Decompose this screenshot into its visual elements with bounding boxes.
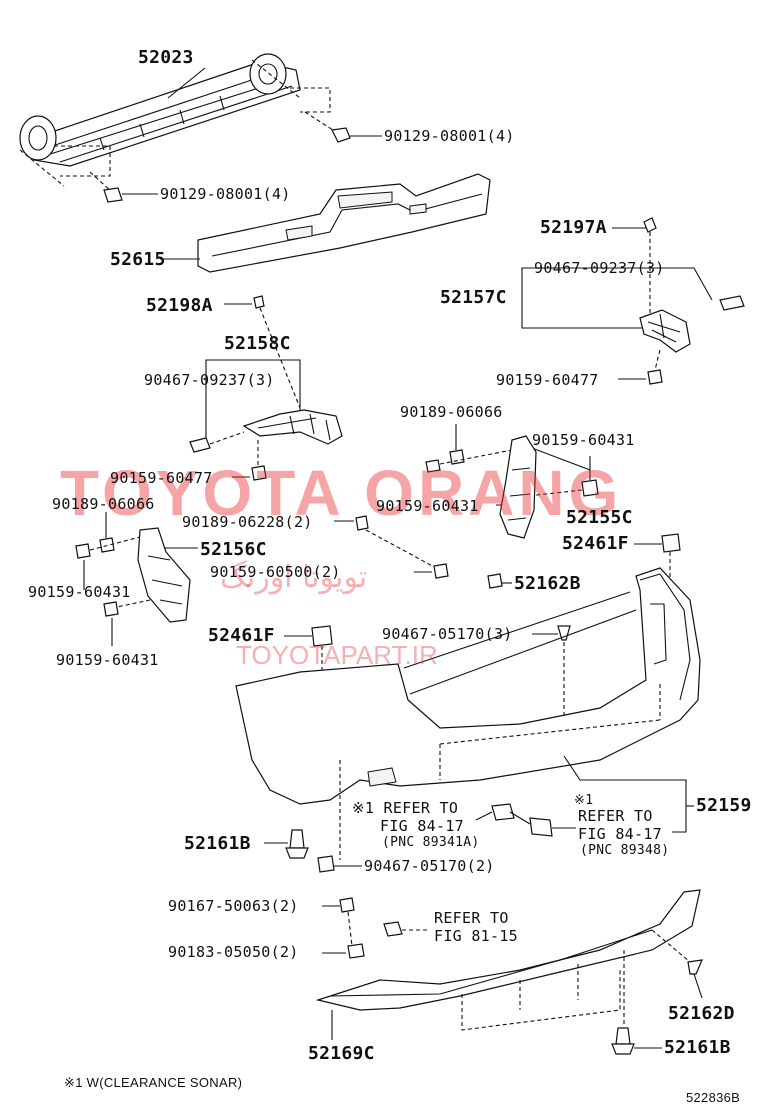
label-52615: 52615 — [110, 249, 166, 270]
retainer-bracket-52157C — [639, 309, 691, 353]
sensor-icon — [491, 803, 553, 837]
label-90467-left: 90467-09237(3) — [144, 371, 275, 389]
label-52162D: 52162D — [668, 1003, 735, 1024]
clip-icon — [253, 295, 265, 309]
label-52158C: 52158C — [224, 333, 291, 354]
label-90167: 90167-50063(2) — [168, 897, 299, 915]
bolt-icon — [304, 111, 351, 143]
footnote: ※1 W(CLEARANCE SONAR) — [64, 1075, 243, 1090]
side-bracket-52156C — [137, 527, 191, 623]
label-52461F-right: 52461F — [562, 533, 629, 554]
nut-icon — [347, 943, 365, 959]
screw-icon — [719, 295, 745, 311]
label-90159-60431-r1: 90159-60431 — [532, 431, 635, 449]
figure-id: 522836B — [686, 1090, 741, 1105]
ref2-line2: FIG 84-17 — [578, 825, 662, 843]
label-52159: 52159 — [696, 795, 752, 816]
nut-icon — [75, 543, 91, 559]
nut-icon — [251, 465, 267, 481]
label-52157C: 52157C — [440, 287, 507, 308]
energy-absorber-52615 — [197, 173, 491, 273]
label-90159-60431-r2: 90159-60431 — [376, 497, 479, 515]
pad-icon — [311, 625, 333, 647]
label-90467-05170-b: 90467-05170(2) — [364, 857, 495, 875]
ref2-line1: REFER TO — [578, 807, 653, 825]
label-52161B-left: 52161B — [184, 833, 251, 854]
label-90183: 90183-05050(2) — [168, 943, 299, 961]
label-90467-05170-a: 90467-05170(3) — [382, 625, 513, 643]
nut-icon — [425, 459, 441, 473]
ref3-line2: FIG 81-15 — [434, 927, 518, 945]
clip-icon — [687, 959, 703, 975]
label-52161B-right: 52161B — [664, 1037, 731, 1058]
ref2-mark: ※1 — [574, 793, 594, 808]
watermark-url: TOYOTAPART.IR — [236, 640, 438, 670]
rear-bumper-cover-52159 — [235, 567, 701, 805]
screw-icon — [339, 897, 355, 913]
label-90159-60477-right: 90159-60477 — [496, 371, 599, 389]
label-90159-60431-l1: 90159-60431 — [28, 583, 131, 601]
label-90159-60431-l2: 90159-60431 — [56, 651, 159, 669]
ref1-line2: FIG 84-17 — [380, 817, 464, 835]
lower-bumper-panel-52169C — [315, 889, 701, 1031]
ref1-line1: ※1 REFER TO — [352, 799, 459, 817]
screw-icon — [433, 563, 449, 579]
ref1-line3: (PNC 89341A) — [382, 835, 480, 850]
ref3-line1: REFER TO — [434, 909, 509, 927]
label-52197A: 52197A — [540, 217, 607, 238]
label-52198A: 52198A — [146, 295, 213, 316]
clip-icon — [355, 515, 369, 531]
label-90467-right: 90467-09237(3) — [534, 259, 665, 277]
screw-icon — [383, 921, 403, 937]
label-90159-60477-left: 90159-60477 — [110, 469, 213, 487]
label-52023: 52023 — [138, 47, 194, 68]
clip-icon — [285, 829, 309, 859]
clip-icon — [643, 217, 657, 233]
label-90129-b: 90129-08001(4) — [160, 185, 291, 203]
bolt-icon — [89, 171, 123, 203]
side-bracket-52155C — [499, 435, 537, 539]
label-90129-a: 90129-08001(4) — [384, 127, 515, 145]
ref2-line3: (PNC 89348) — [580, 843, 670, 858]
label-90159-60500: 90159-60500(2) — [210, 563, 341, 581]
nut-icon — [449, 449, 465, 465]
clip-icon — [317, 855, 335, 873]
rear-bumper-reinforcement-52023 — [19, 53, 331, 187]
label-52156C: 52156C — [200, 539, 267, 560]
screw-icon — [189, 437, 211, 453]
label-52162B: 52162B — [514, 573, 581, 594]
clip-icon — [557, 625, 571, 641]
label-52169C: 52169C — [308, 1043, 375, 1064]
nut-icon — [647, 369, 663, 385]
pad-icon — [661, 533, 681, 553]
label-52155C: 52155C — [566, 507, 633, 528]
label-90189-06066-left: 90189-06066 — [52, 495, 155, 513]
retainer-bracket-52158C — [242, 409, 343, 445]
nut-icon — [99, 537, 115, 553]
nut-icon — [103, 601, 119, 617]
nut-icon — [581, 479, 599, 497]
watermark-persian: تویوتا اورنگ — [220, 560, 368, 595]
watermark-brand: TOYOTA ORANG — [60, 457, 623, 529]
pad-icon — [487, 573, 503, 589]
label-90189-06228: 90189-06228(2) — [182, 513, 313, 531]
label-52461F-left: 52461F — [208, 625, 275, 646]
clip-icon — [611, 1027, 635, 1055]
label-90189-06066-right: 90189-06066 — [400, 403, 503, 421]
